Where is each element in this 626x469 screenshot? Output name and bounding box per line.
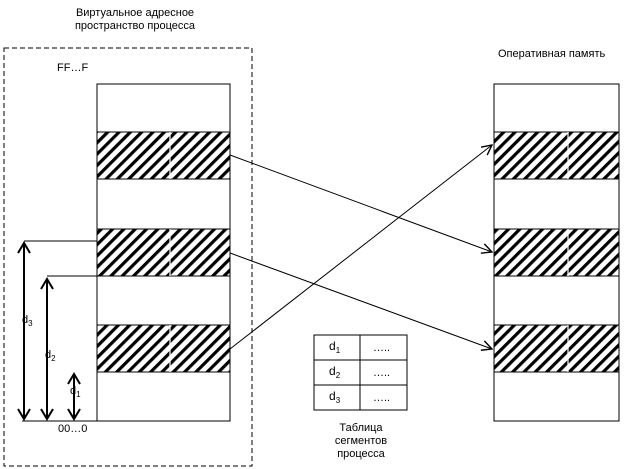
physical-memory-title: Оперативная память bbox=[498, 48, 606, 60]
mapping-arrow-2 bbox=[229, 252, 492, 349]
physical-segment-1 bbox=[493, 131, 620, 180]
table-row-1-value: ….. bbox=[373, 342, 391, 354]
mapping-arrow-3 bbox=[229, 145, 492, 350]
virtual-segment-3 bbox=[96, 324, 231, 373]
segment-table-caption: Таблица сегментов процесса bbox=[318, 422, 404, 461]
table-row-1-key: d1 bbox=[329, 339, 341, 356]
virtual-segment-2 bbox=[96, 228, 231, 277]
segment-table-grid bbox=[313, 334, 408, 411]
virtual-space-title-line1: Виртуальное адресное bbox=[75, 7, 195, 19]
offset-brackets bbox=[17, 240, 97, 422]
offset-label-d2: d2 bbox=[45, 349, 56, 363]
offset-label-d1: d1 bbox=[70, 385, 81, 399]
bottom-address-label: 00…0 bbox=[58, 423, 88, 435]
table-row-3-key: d3 bbox=[329, 389, 341, 406]
table-row-2-key: d2 bbox=[329, 364, 341, 381]
segment-table-caption-line3: процесса bbox=[337, 448, 385, 460]
virtual-address-column bbox=[96, 83, 231, 422]
physical-segment-2 bbox=[493, 228, 620, 277]
table-row-2-value: ….. bbox=[373, 367, 391, 379]
segment-table-caption-line1: Таблица bbox=[339, 422, 383, 434]
offset-label-d3: d3 bbox=[22, 314, 33, 328]
top-address-label: FF…F bbox=[57, 62, 89, 74]
virtual-space-title-line2: пространство процесса bbox=[74, 20, 196, 32]
table-row-3-value: ….. bbox=[373, 392, 391, 404]
virtual-segment-1 bbox=[96, 131, 231, 180]
mapping-arrow-1 bbox=[229, 154, 492, 252]
physical-segment-3 bbox=[493, 324, 620, 373]
segment-table-caption-line2: сегментов bbox=[334, 435, 388, 447]
physical-memory-column bbox=[493, 83, 620, 422]
process-boundary bbox=[3, 47, 253, 467]
virtual-space-title: Виртуальное адресное пространство процес… bbox=[40, 7, 230, 33]
